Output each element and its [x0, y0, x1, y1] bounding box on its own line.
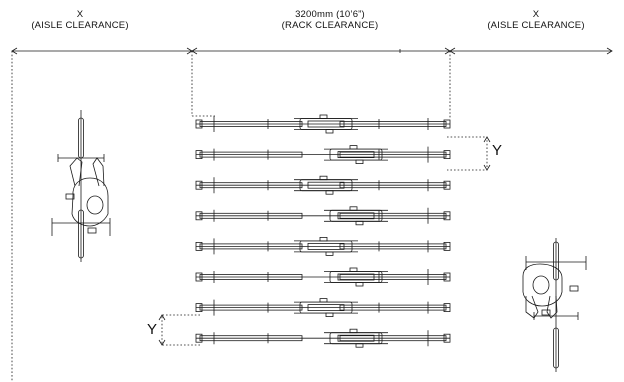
bike-pedal [349, 328, 358, 334]
rack-bike [195, 175, 451, 195]
bike-pedal [319, 298, 328, 303]
rack-bike [195, 145, 451, 165]
bike-pedal [349, 145, 358, 150]
bike-seat [337, 334, 375, 342]
rack-bike [195, 206, 451, 226]
rack-bike [195, 267, 451, 287]
person-right-arm [546, 295, 558, 319]
y-spacing-label-bottom: Y [147, 321, 158, 338]
bike-seat [307, 304, 345, 312]
extension-lines [11, 51, 488, 382]
bike-pedal [355, 343, 364, 348]
rack-end-stop [443, 241, 451, 251]
bike-pedal [349, 267, 358, 272]
rack-end-stop [195, 211, 203, 221]
rack-clearance-text: (RACK CLEARANCE) [281, 20, 379, 31]
rack-bike [195, 298, 451, 318]
rack-clearance-label: 3200mm (10’6”) (RACK CLEARANCE) [250, 9, 410, 31]
person-with-bike-right [522, 238, 587, 372]
bike-pedal [319, 236, 328, 242]
rack-bike [195, 114, 451, 134]
y-bracket-arrows [158, 136, 491, 346]
y-spacing-label-top: Y [492, 142, 503, 159]
bike-pedal [325, 129, 334, 134]
person-head-icon [86, 195, 104, 215]
rack-end-stop [195, 119, 203, 129]
bike-pedal [319, 175, 328, 181]
rack-end-stop [443, 119, 451, 129]
person-left-arm [69, 157, 83, 187]
rack-end-stop [443, 272, 451, 282]
arrow-head [158, 339, 166, 346]
rack-end-stop [195, 241, 203, 251]
y-bracket-bottom [161, 314, 200, 346]
person-body-icon [71, 177, 109, 227]
rack-end-stop [195, 180, 203, 190]
bike-seat [307, 242, 345, 250]
person-right-arm [92, 157, 105, 187]
bike-pedal [319, 114, 328, 119]
left-aisle-clearance-label: X (AISLE CLEARANCE) [20, 9, 140, 31]
bike-wheel-rear [78, 209, 84, 259]
person-left-arm [525, 295, 539, 319]
bike-seat [307, 181, 345, 189]
rack-end-stop [195, 272, 203, 282]
rack-end-stop [443, 303, 451, 313]
person-head-icon [532, 275, 550, 295]
bike-pedal [355, 159, 364, 165]
bike-pedal [569, 285, 579, 292]
rack-end-stop [195, 333, 203, 343]
arrow-head [483, 164, 491, 171]
rack-bike [195, 328, 451, 348]
bike-wheel-rear [553, 241, 559, 281]
y-bracket-top [447, 136, 488, 171]
left-aisle-x: X [76, 9, 84, 20]
rack-end-stop [443, 180, 451, 190]
arrow-head [606, 47, 613, 55]
bike-pedal [355, 220, 364, 226]
person-body-icon [522, 263, 563, 307]
bike-pedal [349, 206, 358, 211]
arrow-head [158, 314, 166, 321]
bike-wheel-front [553, 327, 559, 369]
bike-seat [307, 120, 345, 128]
bike-pedal [325, 251, 334, 256]
right-aisle-clearance-label: X (AISLE CLEARANCE) [476, 9, 596, 31]
right-aisle-x: X [532, 9, 540, 20]
rack-end-stop [443, 150, 451, 160]
bike-pedal [541, 309, 551, 316]
rack-clearance-dimension: 3200mm (10’6”) [295, 9, 365, 20]
bike-seat [337, 212, 375, 220]
left-aisle-text: (AISLE CLEARANCE) [31, 20, 129, 31]
dimension-lines [11, 47, 613, 55]
bike-pedal [325, 312, 334, 318]
arrow-head [483, 136, 491, 143]
bike-pedal [87, 227, 97, 234]
rack-end-stop [195, 303, 203, 313]
bike-pedal [325, 190, 334, 195]
rack-bike [195, 236, 451, 256]
rack-end-stop [195, 150, 203, 160]
person-with-bike-left [51, 110, 111, 262]
bike-pedal [355, 282, 364, 287]
rack-end-stop [443, 333, 451, 343]
bike-pedal [65, 193, 75, 200]
bike-seat [337, 273, 375, 281]
rack-end-stop [443, 211, 451, 221]
rack-bikes [195, 114, 451, 348]
right-aisle-text: (AISLE CLEARANCE) [487, 20, 585, 31]
bike-seat [337, 151, 375, 159]
